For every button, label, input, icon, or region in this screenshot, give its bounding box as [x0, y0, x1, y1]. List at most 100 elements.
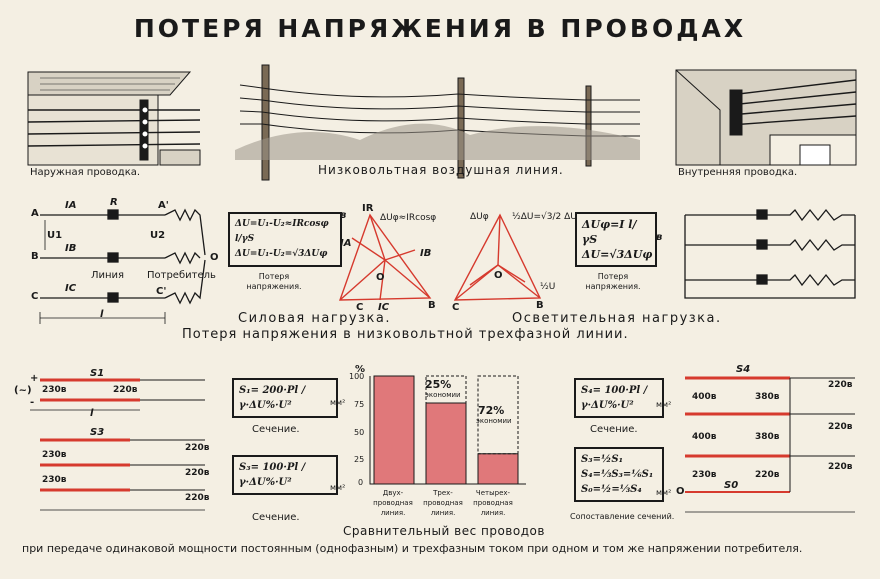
two-wire-vout: 220в [113, 385, 138, 395]
chart-bar [477, 453, 519, 485]
chart-bar [425, 402, 467, 485]
chart-y-tick: 25 [354, 455, 365, 464]
vec-left-o: O [376, 272, 385, 283]
three-wire-line [40, 438, 205, 511]
chart-bar-savings [425, 375, 467, 404]
two-wire-plus: + [30, 373, 39, 384]
relation-1: S₃=½S₁ [581, 454, 624, 465]
four-wire-line [685, 376, 855, 513]
economy-72: 72% [478, 404, 505, 417]
label-power-load: Силовая нагрузка. [238, 311, 391, 326]
label-ib: IB [65, 243, 77, 254]
economy-25-label: экономии [425, 391, 461, 399]
vec-left-ia: IA [340, 238, 352, 249]
vec-left-ir: IR [362, 203, 374, 214]
label-u2: U2 [150, 230, 166, 241]
three-wire-vin-1: 230в [42, 450, 67, 460]
three-wire-vout-3: 220в [185, 493, 210, 503]
label-length: l [100, 309, 104, 320]
two-wire-minus: - [30, 397, 35, 408]
formula-light-line1: ΔUφ=I l/γS [582, 218, 637, 246]
label-ia: IA [65, 200, 77, 211]
chart-y-tick: 0 [358, 478, 364, 487]
footer-text: при передаче одинаковой мощности постоян… [22, 542, 803, 555]
four-wire-o: O [676, 486, 685, 497]
chart-y-tick: 100 [349, 372, 365, 381]
label-section-s1: Сечение. [252, 424, 300, 435]
section-subtitle: Потеря напряжения в низковольтной трехфа… [182, 327, 629, 342]
overhead-line-illustration [235, 64, 640, 181]
label-a-prime: A' [158, 200, 169, 211]
vec-right-b: B [536, 300, 544, 311]
chart-y-tick: 75 [354, 400, 365, 409]
label-consumer: Потребитель [147, 270, 216, 281]
page-title: ПОТЕРЯ НАПРЯЖЕНИЯ В ПРОВОДАХ [133, 14, 747, 43]
four-wire-230: 230в [692, 470, 717, 480]
three-wire-s3: S3 [90, 427, 105, 438]
label-section-s4: Сечение. [590, 424, 638, 435]
economy-25: 25% [425, 378, 452, 391]
label-ic: IC [65, 283, 77, 294]
three-wire-vout-2: 220в [185, 468, 210, 478]
vec-left-c: C [356, 302, 364, 313]
formula-s3: S₃= 100·Pl / γ·ΔU%·U² [232, 455, 338, 495]
unit-s4: мм² [656, 400, 672, 409]
four-wire-220-3: 220в [828, 462, 853, 472]
vec-left-du: ΔUφ≈IRcosφ [380, 213, 437, 223]
formula-power-loss: ΔU=U₁-U₂≈IRcosφ l/γS ΔU=U₁-U₂=√3ΔUφ [228, 212, 342, 267]
label-phase-b: B [31, 251, 39, 262]
economy-72-label: экономии [476, 417, 512, 425]
label-section-s3: Сечение. [252, 512, 300, 523]
three-wire-vout-1: 220в [185, 443, 210, 453]
vec-left-b: B [428, 300, 436, 311]
vec-right-o: O [494, 270, 503, 281]
label-c-prime: C' [156, 286, 167, 297]
weight-bar-chart [369, 375, 526, 485]
chart-axis [369, 376, 526, 485]
four-wire-380-2: 380в [755, 432, 780, 442]
chart-title: Сравнительный вес проводов [343, 524, 545, 538]
chart-bar [373, 375, 415, 485]
chart-y-label: % [355, 364, 366, 375]
formula-power-tag: в [340, 210, 347, 221]
four-wire-400-1: 400в [692, 392, 717, 402]
formula-power-line1: ΔU=U₁-U₂≈IRcosφ l/γS [235, 219, 329, 244]
vec-right-du: ΔUφ [470, 212, 489, 222]
three-phase-circuit-right [684, 208, 856, 299]
vec-left-ic: IC [378, 302, 390, 313]
caption-indoor: Внутренняя проводка. [678, 167, 798, 178]
label-relations: Сопоставление сечений. [570, 512, 675, 521]
relation-2: S₄=⅓S₃=⅙S₁ [581, 469, 654, 480]
formula-power-line2: ΔU=U₁-U₂=√3ΔUφ [235, 249, 328, 259]
label-u1: U1 [47, 230, 63, 241]
indoor-wiring-illustration [675, 69, 857, 166]
caption-loss-right: Потеря напряжения. [585, 272, 641, 291]
two-wire-vin: 230в [42, 385, 67, 395]
caption-loss-left: Потеря напряжения. [246, 272, 302, 291]
chart-bar-savings [477, 375, 519, 455]
unit-s3: мм² [330, 483, 346, 492]
three-phase-circuit-left [39, 208, 206, 324]
four-wire-380-1: 380в [755, 392, 780, 402]
outdoor-wiring-illustration [27, 71, 201, 166]
formula-lighting-loss: ΔUφ=I l/γS ΔU=√3ΔUφ [575, 212, 657, 267]
four-wire-400-2: 400в [692, 432, 717, 442]
four-wire-220-mid: 220в [755, 470, 780, 480]
caption-outdoor: Наружная проводка. [30, 167, 141, 178]
unit-s1: мм² [330, 398, 346, 407]
chart-category-four: Четырех-проводная линия. [473, 489, 513, 517]
relation-3: S₀=½=⅓S₄ [581, 484, 642, 495]
label-line: Линия [91, 270, 125, 281]
vec-right-c: C [452, 302, 460, 313]
four-wire-220-1: 220в [828, 380, 853, 390]
formula-s1: S₁= 200·Pl / γ·ΔU%·U² [232, 378, 338, 418]
four-wire-220-2: 220в [828, 422, 853, 432]
vec-left-ib: IB [420, 248, 432, 259]
three-wire-vin-2: 230в [42, 475, 67, 485]
label-phase-a: A [31, 208, 39, 219]
formula-s4: S₄= 100·Pl / γ·ΔU%·U² [574, 378, 664, 418]
vec-right-halfu: ½U [540, 282, 556, 292]
two-wire-s1: S1 [90, 368, 105, 379]
vec-right-half: ½ΔU=√3/2 ΔUφ [512, 212, 583, 222]
